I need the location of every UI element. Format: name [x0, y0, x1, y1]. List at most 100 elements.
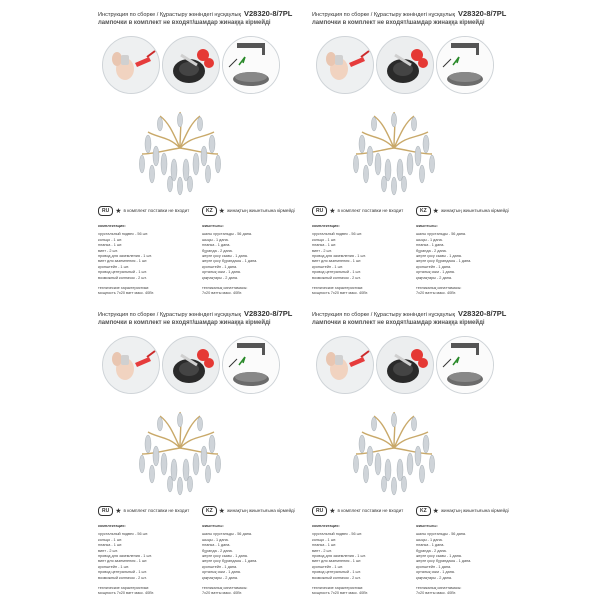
kz-item: бұранда - 2 дана.	[202, 248, 233, 253]
chandelier-icon	[344, 98, 444, 198]
hands-remove-film-icon	[316, 36, 374, 94]
model-number: V28320-8/7PL	[244, 309, 293, 318]
ru-contents-heading: комплектация:	[312, 524, 340, 528]
legend-ru: RU★в комплект поставки не входит	[312, 206, 403, 216]
ru-contents-heading: комплектация:	[98, 524, 126, 528]
kz-item: шыңы - 1 дана.	[416, 237, 443, 242]
ru-item: провод центральный - 1 шт.	[312, 270, 361, 275]
kz-item: жерге қосу сымы - 1 дана.	[202, 554, 248, 559]
kz-item: жерге қосу бұрандасы - 1 дана.	[202, 559, 258, 564]
instruction-title: Инструкция по сборке / Құрастыру жөнінде…	[312, 312, 455, 318]
legend: RU★в комплект поставки не входит KZ★жина…	[98, 506, 298, 516]
kz-badge: KZ	[416, 506, 431, 516]
kz-contents-heading: жиынтығы:	[202, 224, 224, 228]
bulbs-notice: лампочки в комплект не входят/шамдар жин…	[312, 20, 485, 26]
assembly-illustrations	[316, 336, 512, 396]
instruction-title: Инструкция по сборке / Құрастыру жөнінде…	[312, 12, 455, 18]
red-scissors-icon	[376, 336, 434, 394]
kz-item: кронштейн - 1 дана.	[202, 264, 238, 269]
ceiling-mount-bracket-icon	[436, 336, 494, 394]
ceiling-mount-bracket-icon	[222, 36, 280, 94]
legend-kz-text: жинақтың жиынтығына кірмейді	[226, 208, 295, 214]
ceiling-mount-bracket-icon	[436, 36, 494, 94]
kz-contents: жиынтығы: шалы хрустальды - 56 дана. шың…	[416, 524, 512, 597]
kz-tech-heading: техникалық сипаттамасы:	[416, 586, 462, 591]
panel-header: Инструкция по сборке / Құрастыру жөнінде…	[312, 310, 512, 327]
ru-tech-heading: технические характеристики:	[312, 286, 364, 291]
kz-item: қақпақтары - 2 дана.	[202, 275, 239, 280]
ru-item: кронштейн - 1 шт.	[312, 564, 344, 569]
hands-remove-film-icon	[102, 36, 160, 94]
ru-item: хрустальный подвес - 56 шт.	[98, 532, 149, 537]
model-number: V28320-8/7PL	[458, 309, 507, 318]
ru-item: возможный колпачок - 2 шт.	[98, 575, 147, 580]
legend-kz: KZ★жинақтың жиынтығына кірмейді	[416, 506, 509, 516]
kz-tech-heading: техникалық сипаттамасы:	[416, 286, 462, 291]
ru-item: планка - 1 шт.	[312, 543, 337, 548]
kz-item: қақпақтары - 2 дана.	[202, 575, 239, 580]
legend-kz-text: жинақтың жиынтығына кірмейді	[226, 508, 295, 514]
kz-item: кронштейн - 1 дана.	[202, 564, 238, 569]
legend-kz: KZ★жинақтың жиынтығына кірмейді	[202, 206, 295, 216]
kz-item: жерге қосу сымы - 1 дана.	[416, 254, 462, 259]
legend-ru-text: в комплект поставки не входит	[337, 208, 404, 214]
kz-tech-value: 7х20 ватты макс. 40Вт.	[202, 591, 242, 596]
kz-contents-heading: жиынтығы:	[416, 224, 438, 228]
red-scissors-icon	[376, 36, 434, 94]
ru-item: провод для заземления - 1 шт.	[98, 554, 152, 559]
kz-item: жерге қосу сымы - 1 дана.	[416, 554, 462, 559]
kz-contents-heading: жиынтығы:	[416, 524, 438, 528]
ru-item: планка - 1 шт.	[98, 243, 123, 248]
kz-item: шыңы - 1 дана.	[202, 237, 229, 242]
legend: RU★в комплект поставки не входит KZ★жина…	[312, 506, 512, 516]
ru-item: кольцо - 1 шт.	[312, 537, 337, 542]
legend-kz-text: жинақтың жиынтығына кірмейді	[440, 508, 509, 514]
ru-tech-value: мощность 7х20 ватт макс. 40Вт.	[312, 291, 368, 296]
kz-contents-heading: жиынтығы:	[202, 524, 224, 528]
kz-item: орталық сым - 1 дана.	[202, 270, 241, 275]
ru-item: хрустальный подвес - 56 шт.	[98, 232, 149, 237]
kz-item: шыңы - 1 дана.	[416, 537, 443, 542]
hands-remove-film-icon	[316, 336, 374, 394]
star-icon: ★	[432, 208, 439, 215]
ru-contents: комплектация: хрустальный подвес - 56 шт…	[312, 524, 408, 597]
kz-item: шалы хрустальды - 56 дана.	[202, 532, 253, 537]
kz-item: шалы хрустальды - 56 дана.	[416, 532, 467, 537]
ru-badge: RU	[312, 506, 328, 516]
ru-item: винт для заземления - 1 шт.	[312, 259, 362, 264]
ru-contents: комплектация: хрустальный подвес - 56 шт…	[98, 524, 194, 597]
ceiling-mount-bracket-icon	[222, 336, 280, 394]
assembly-illustrations	[102, 36, 298, 96]
legend-kz: KZ★жинақтың жиынтығына кірмейді	[202, 506, 295, 516]
ru-contents-heading: комплектация:	[312, 224, 340, 228]
ru-item: планка - 1 шт.	[312, 243, 337, 248]
star-icon: ★	[218, 508, 225, 515]
ru-item: возможный колпачок - 2 шт.	[312, 575, 361, 580]
ru-item: провод для заземления - 1 шт.	[312, 554, 366, 559]
kz-badge: KZ	[416, 206, 431, 216]
star-icon: ★	[329, 508, 336, 515]
kz-item: орталық сым - 1 дана.	[202, 570, 241, 575]
ru-contents: комплектация: хрустальный подвес - 56 шт…	[98, 224, 194, 297]
legend: RU★в комплект поставки не входит KZ★жина…	[98, 206, 298, 216]
chandelier-icon	[130, 398, 230, 498]
ru-badge: RU	[98, 206, 114, 216]
instruction-title: Инструкция по сборке / Құрастыру жөнінде…	[98, 312, 241, 318]
legend-ru: RU★в комплект поставки не входит	[98, 506, 189, 516]
legend-kz-text: жинақтың жиынтығына кірмейді	[440, 208, 509, 214]
legend-ru-text: в комплект поставки не входит	[123, 508, 190, 514]
star-icon: ★	[115, 208, 122, 215]
instruction-panel: Инструкция по сборке / Құрастыру жөнінде…	[312, 10, 512, 295]
legend-ru: RU★в комплект поставки не входит	[312, 506, 403, 516]
model-number: V28320-8/7PL	[244, 9, 293, 18]
ru-tech-value: мощность 7х20 ватт макс. 40Вт.	[312, 591, 368, 596]
legend-ru-text: в комплект поставки не входит	[123, 208, 190, 214]
red-scissors-icon	[162, 336, 220, 394]
panel-header: Инструкция по сборке / Құрастыру жөнінде…	[98, 10, 298, 27]
kz-item: планка - 1 дана.	[416, 243, 445, 248]
ru-item: винт - 2 шт.	[98, 248, 118, 253]
legend: RU★в комплект поставки не входит KZ★жина…	[312, 206, 512, 216]
instruction-panel: Инструкция по сборке / Құрастыру жөнінде…	[98, 10, 298, 295]
instruction-panel: Инструкция по сборке / Құрастыру жөнінде…	[312, 310, 512, 595]
kz-item: бұранда - 2 дана.	[416, 248, 447, 253]
